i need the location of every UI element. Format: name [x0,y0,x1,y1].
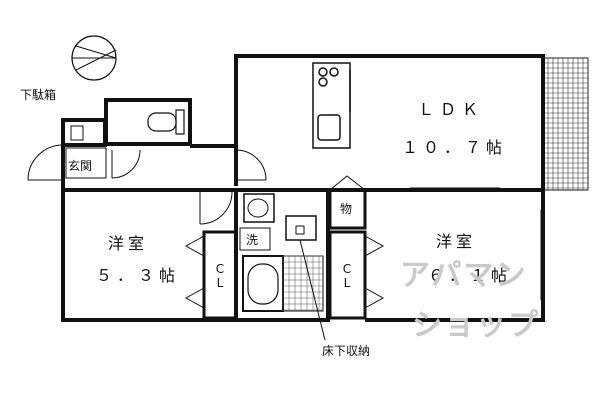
closet-left-label: C L [213,262,227,290]
closet-right [328,230,385,320]
closet-right-label: C L [340,262,354,290]
balcony [542,57,589,191]
washer-label: 洗 [246,233,259,247]
wash-area [234,188,330,322]
watermark-line-1: アパマン [400,258,528,293]
western-room-right-walls [365,188,545,322]
ldk-size: １０．７帖 [402,138,508,157]
western-right-size: ６．１帖 [428,266,513,285]
closet-left-l: L [216,276,224,290]
entrance-label: 玄関 [68,159,93,173]
kitchen-counter [312,62,351,149]
western-room-left-walls [61,188,236,322]
underfloor-storage-label: 床下収納 [322,344,371,358]
closet-right-l: L [343,276,351,290]
closet-right-c: C [342,262,352,276]
underfloor-grid [282,255,323,311]
ldk-walls [234,54,545,192]
storage-room [328,175,367,230]
underfloor-leader [299,239,326,341]
western-left-name: 洋室 [108,234,149,253]
shoe-box-label: 下駄箱 [20,88,57,102]
entrance-walls [27,144,141,190]
watermark-line-2: ショップ [412,308,540,343]
toilet-room [104,98,192,146]
hallway-door [235,149,267,181]
shoe-box [61,118,107,147]
closet-left-c: C [215,262,225,276]
compass-icon [71,35,117,81]
closet-left [184,230,238,320]
western-right-name: 洋室 [436,232,477,251]
ldk-name: ＬＤＫ [418,100,485,119]
left-room-door [199,191,233,225]
western-left-size: ５．３帖 [96,266,181,285]
storage-label: 物 [340,202,353,216]
